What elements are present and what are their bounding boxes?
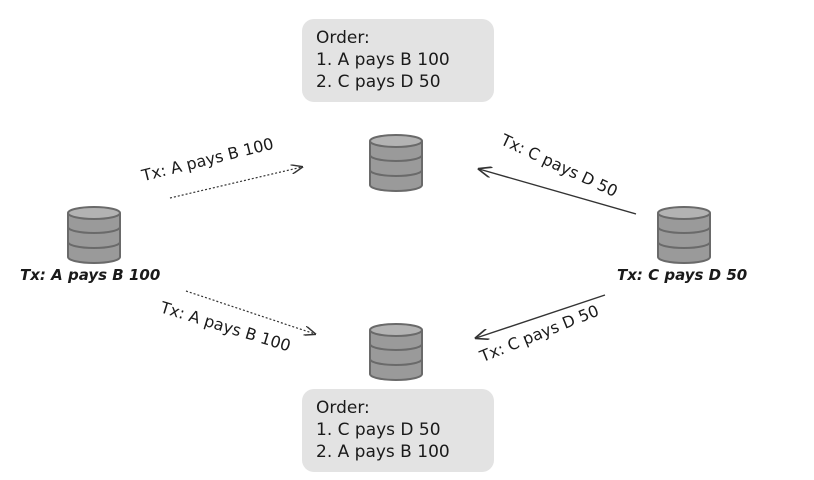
edge-left-to-top xyxy=(169,167,302,199)
database-icon xyxy=(369,134,423,192)
order-box-top: Order: 1. A pays B 100 2. C pays D 50 xyxy=(302,19,494,102)
edge-right-to-top xyxy=(479,169,637,215)
database-icon xyxy=(657,206,711,264)
order-title: Order: xyxy=(316,398,370,418)
node-label-right: Tx: C pays D 50 xyxy=(617,266,748,284)
database-icon xyxy=(369,323,423,381)
order-line: 1. A pays B 100 xyxy=(316,50,450,70)
database-icon xyxy=(67,206,121,264)
order-box-bottom: Order: 1. C pays D 50 2. A pays B 100 xyxy=(302,389,494,472)
order-title: Order: xyxy=(316,28,370,48)
edge-right-to-bottom xyxy=(476,294,606,338)
order-line: 1. C pays D 50 xyxy=(316,420,441,440)
order-line: 2. C pays D 50 xyxy=(316,72,441,92)
order-line: 2. A pays B 100 xyxy=(316,442,450,462)
edge-left-to-bottom xyxy=(185,290,315,334)
node-label-left: Tx: A pays B 100 xyxy=(20,266,161,284)
